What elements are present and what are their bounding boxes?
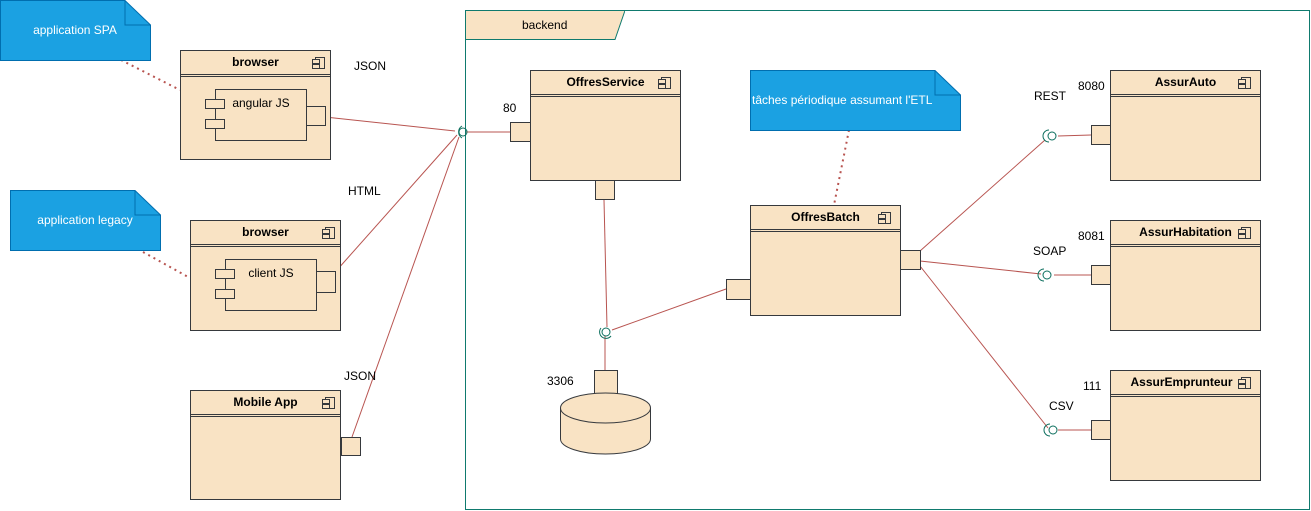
component-assur-auto[interactable]: AssurAuto: [1110, 70, 1261, 181]
note-etl-shape: [750, 70, 961, 131]
line-angular-to-hub: [324, 116, 456, 132]
component-title: AssurEmprunteur: [1111, 371, 1260, 395]
component-offres-batch[interactable]: OffresBatch: [750, 205, 901, 316]
inner-peg-icon: [205, 119, 225, 129]
label-soap: SOAP: [1033, 244, 1067, 258]
auto-socket-icon: [1042, 129, 1050, 143]
component-assur-emprunteur[interactable]: AssurEmprunteur: [1110, 370, 1261, 481]
hub-lollipop-icon: [458, 127, 468, 137]
auto-lollipop-icon: [1047, 131, 1057, 141]
note-legacy-text: application legacy: [37, 213, 133, 227]
dotted-spa-link: [120, 59, 181, 91]
backend-tab: [465, 10, 625, 40]
port-assur-auto[interactable]: [1091, 125, 1111, 145]
label-port-111: 111: [1083, 379, 1102, 393]
component-icon: [658, 77, 671, 89]
component-browser-spa[interactable]: browser angular JS: [180, 50, 331, 160]
habitation-socket-icon: [1037, 268, 1045, 282]
port-offres-batch-db[interactable]: [726, 279, 751, 300]
label-rest: REST: [1034, 89, 1067, 103]
component-browser-legacy[interactable]: browser client JS: [190, 220, 341, 331]
line-auto-port: [1057, 134, 1092, 137]
inner-peg-icon: [205, 99, 225, 109]
habitation-lollipop-icon: [1042, 270, 1052, 280]
component-title: OffresBatch: [751, 206, 900, 230]
component-mobile-app[interactable]: Mobile App: [190, 390, 341, 500]
note-legacy-shape: [10, 190, 161, 251]
line-batch-to-habitation: [919, 260, 1042, 275]
label-html: HTML: [348, 184, 381, 198]
component-icon: [878, 212, 891, 224]
label-json-spa: JSON: [354, 59, 387, 73]
port-assur-emprunteur[interactable]: [1091, 420, 1111, 440]
inner-component-label: angular JS: [232, 96, 290, 110]
component-title: browser: [181, 51, 330, 75]
label-port-80: 80: [503, 101, 517, 115]
inner-component-angular[interactable]: angular JS: [215, 89, 307, 141]
db-lollipop-icon: [601, 327, 611, 337]
note-spa-shape: [0, 0, 151, 61]
db-socket-icon: [599, 327, 612, 339]
port-offres-service-db[interactable]: [595, 180, 615, 200]
inner-peg-icon: [215, 289, 235, 299]
component-title: AssurHabitation: [1111, 221, 1260, 245]
line-batch-to-emprunteur: [919, 265, 1049, 429]
inner-component-client[interactable]: client JS: [225, 259, 317, 311]
label-port-8081: 8081: [1078, 229, 1105, 243]
component-icon: [312, 57, 325, 69]
port-database-3306[interactable]: [594, 370, 618, 396]
emprunteur-lollipop-icon: [1048, 425, 1058, 435]
component-title: OffresService: [531, 71, 680, 95]
dotted-etl-link: [833, 129, 850, 206]
note-etl-text: tâches périodique assumant l'ETL: [752, 93, 933, 107]
label-port-8080: 8080: [1078, 79, 1105, 93]
label-port-3306: 3306: [547, 374, 574, 388]
port-mobile[interactable]: [341, 437, 361, 456]
component-title: Mobile App: [191, 391, 340, 415]
component-icon: [1238, 77, 1251, 89]
port-assur-habitation[interactable]: [1091, 265, 1111, 285]
component-title: browser: [191, 221, 340, 245]
inner-peg-icon: [215, 269, 235, 279]
component-title: AssurAuto: [1111, 71, 1260, 95]
port-angular[interactable]: [306, 106, 326, 126]
component-icon: [1238, 227, 1251, 239]
hub-socket-icon: [458, 125, 463, 139]
database-cylinder[interactable]: [560, 392, 652, 456]
component-icon: [322, 227, 335, 239]
note-spa-text: application SPA: [33, 23, 117, 37]
line-client-to-hub: [336, 134, 458, 271]
port-client[interactable]: [316, 271, 336, 293]
port-offres-service-80[interactable]: [510, 122, 531, 142]
label-json-mobile: JSON: [344, 369, 377, 383]
line-mobile-to-hub: [351, 136, 460, 438]
emprunteur-socket-icon: [1043, 423, 1051, 437]
line-batch-to-auto: [919, 139, 1046, 252]
dotted-legacy-link: [142, 251, 191, 279]
backend-boundary: [465, 10, 1310, 510]
inner-component-label: client JS: [248, 266, 294, 280]
line-db-to-batch: [611, 288, 727, 331]
component-offres-service[interactable]: OffresService: [530, 70, 681, 181]
component-icon: [1238, 377, 1251, 389]
component-icon: [322, 397, 335, 409]
component-assur-habitation[interactable]: AssurHabitation: [1110, 220, 1261, 331]
port-offres-batch-out[interactable]: [900, 250, 921, 270]
line-offresservice-to-db: [603, 199, 608, 328]
label-csv: CSV: [1049, 399, 1074, 413]
